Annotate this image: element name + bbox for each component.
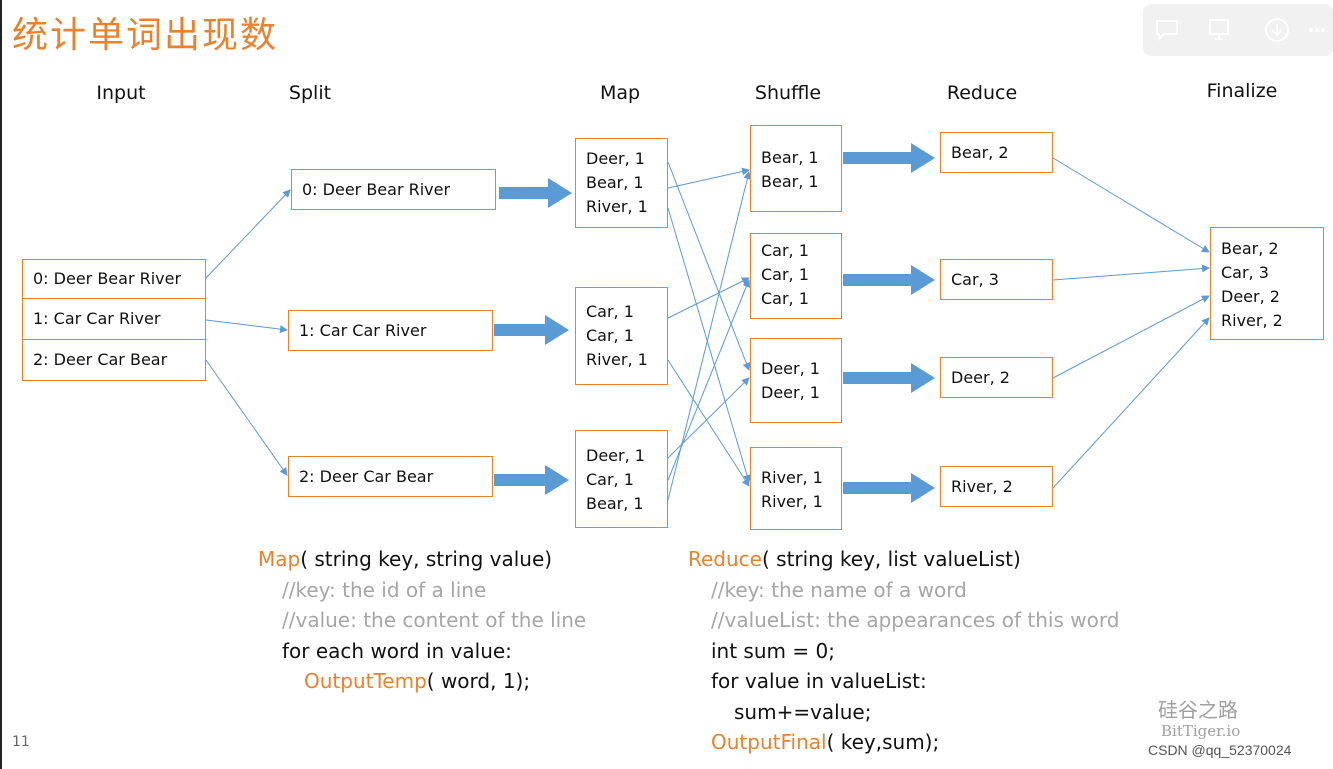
arrow-split-map-1 xyxy=(494,315,569,345)
reduce-box-deer: Deer, 2 xyxy=(940,357,1053,398)
connector-reduce-car xyxy=(1052,264,1210,281)
map-comment-key: //key: the id of a line xyxy=(282,577,487,602)
map-loop: for each word in value: xyxy=(282,638,512,663)
shuffle-item: River, 1 xyxy=(761,492,823,511)
page-number: 11 xyxy=(12,734,30,750)
connector-map2-deer xyxy=(667,377,750,459)
connector-reduce-river xyxy=(1052,317,1210,489)
shuffle-item: River, 1 xyxy=(761,468,823,487)
arrow-shuffle-reduce-0 xyxy=(843,143,935,173)
reduce-body: sum+=value; xyxy=(734,699,872,724)
watermark-chinese: 硅谷之路 xyxy=(1158,698,1238,722)
reduce-comment-key: //key: the name of a word xyxy=(711,577,967,602)
map-pseudocode: Map( string key, string value) //key: th… xyxy=(258,544,586,697)
map-box-0: Deer, 1 Bear, 1 River, 1 xyxy=(575,138,668,228)
shuffle-box-car: Car, 1 Car, 1 Car, 1 xyxy=(750,233,842,319)
map-item: Bear, 1 xyxy=(586,494,644,513)
finalize-item: Car, 3 xyxy=(1221,263,1269,282)
input-row-0: 0: Deer Bear River xyxy=(22,259,206,299)
split-box-1: 1: Car Car River xyxy=(288,310,493,351)
map-function-name: Map xyxy=(258,547,301,571)
map-output-args: ( word, 1); xyxy=(426,669,531,693)
stage-label-reduce: Reduce xyxy=(946,82,1018,104)
stage-label-map: Map xyxy=(599,82,641,104)
finalize-item: Deer, 2 xyxy=(1221,287,1280,306)
connector-input-split-0 xyxy=(205,189,291,279)
watermark-bittiger: BitTiger.io xyxy=(1161,722,1241,740)
connector-map0-deer xyxy=(667,161,751,371)
shuffle-item: Deer, 1 xyxy=(761,383,820,402)
shuffle-item: Bear, 1 xyxy=(761,172,819,191)
slide-toolbar xyxy=(1143,4,1333,56)
shuffle-item: Bear, 1 xyxy=(761,148,819,167)
shuffle-item: Car, 1 xyxy=(761,289,809,308)
shuffle-box-river: River, 1 River, 1 xyxy=(750,447,842,530)
reduce-output-name: OutputFinal xyxy=(711,730,827,754)
map-output-name: OutputTemp xyxy=(304,669,427,693)
stage-label-shuffle: Shuffle xyxy=(754,82,822,104)
split-box-2: 2: Deer Car Bear xyxy=(288,456,493,497)
reduce-signature: ( string key, list valueList) xyxy=(761,547,1021,571)
arrow-split-map-2 xyxy=(494,465,569,495)
connector-map2-car xyxy=(667,279,751,481)
stage-label-split: Split xyxy=(288,82,332,104)
map-item: River, 1 xyxy=(586,350,648,369)
connector-input-split-2 xyxy=(205,359,288,476)
shuffle-item: Car, 1 xyxy=(761,265,809,284)
map-comment-value: //value: the content of the line xyxy=(282,608,587,632)
connector-reduce-deer xyxy=(1052,295,1210,379)
map-item: Car, 1 xyxy=(586,470,634,489)
reduce-box-river: River, 2 xyxy=(940,466,1053,507)
reduce-loop: for value in valueList: xyxy=(711,669,927,693)
map-item: Car, 1 xyxy=(586,326,634,345)
shuffle-box-bear: Bear, 1 Bear, 1 xyxy=(750,125,842,212)
map-box-1: Car, 1 Car, 1 River, 1 xyxy=(575,287,668,385)
map-box-2: Deer, 1 Car, 1 Bear, 1 xyxy=(575,430,668,528)
map-signature: ( string key, string value) xyxy=(300,547,553,571)
map-item: River, 1 xyxy=(586,197,648,216)
connector-map1-river xyxy=(667,359,750,487)
comment-icon[interactable] xyxy=(1151,14,1183,46)
reduce-output-args: ( key,sum); xyxy=(826,730,940,754)
slide-title: 统计单词出现数 xyxy=(12,15,279,56)
reduce-function-name: Reduce xyxy=(688,547,762,571)
arrow-split-map-0 xyxy=(499,178,572,208)
reduce-box-car: Car, 3 xyxy=(940,259,1053,300)
more-icon[interactable] xyxy=(1305,14,1329,46)
arrow-shuffle-reduce-1 xyxy=(843,265,935,295)
connector-map0-bear xyxy=(667,167,750,189)
split-box-0: 0: Deer Bear River xyxy=(291,169,496,210)
reduce-box-bear: Bear, 2 xyxy=(940,132,1053,173)
map-item: Deer, 1 xyxy=(586,149,645,168)
stage-label-input: Input xyxy=(96,82,146,104)
map-item: Bear, 1 xyxy=(586,173,644,192)
connector-input-split-1 xyxy=(205,319,288,334)
shuffle-item: Car, 1 xyxy=(761,241,809,260)
watermark-csdn: CSDN @qq_52370024 xyxy=(1148,742,1292,758)
map-item: Car, 1 xyxy=(586,302,634,321)
reduce-comment-valuelist: //valueList: the appearances of this wor… xyxy=(711,608,1120,632)
reduce-init: int sum = 0; xyxy=(711,638,835,663)
shuffle-box-deer: Deer, 1 Deer, 1 xyxy=(750,338,842,423)
finalize-item: Bear, 2 xyxy=(1221,239,1279,258)
slide-left-border xyxy=(0,0,2,769)
arrow-shuffle-reduce-3 xyxy=(843,473,935,503)
arrow-shuffle-reduce-2 xyxy=(843,363,935,393)
finalize-item: River, 2 xyxy=(1221,311,1283,330)
input-row-1: 1: Car Car River xyxy=(22,299,206,340)
input-row-2: 2: Deer Car Bear xyxy=(22,340,206,381)
stage-label-finalize: Finalize xyxy=(1206,80,1278,102)
connector-reduce-bear xyxy=(1052,157,1210,253)
connector-map0-river xyxy=(667,207,751,483)
connector-map1-car xyxy=(667,277,750,319)
map-item: Deer, 1 xyxy=(586,446,645,465)
download-icon[interactable] xyxy=(1261,14,1293,46)
shuffle-item: Deer, 1 xyxy=(761,359,820,378)
screen-icon[interactable] xyxy=(1203,14,1235,46)
reduce-pseudocode: Reduce( string key, list valueList) //ke… xyxy=(688,544,1119,758)
finalize-box: Bear, 2 Car, 3 Deer, 2 River, 2 xyxy=(1210,227,1324,340)
